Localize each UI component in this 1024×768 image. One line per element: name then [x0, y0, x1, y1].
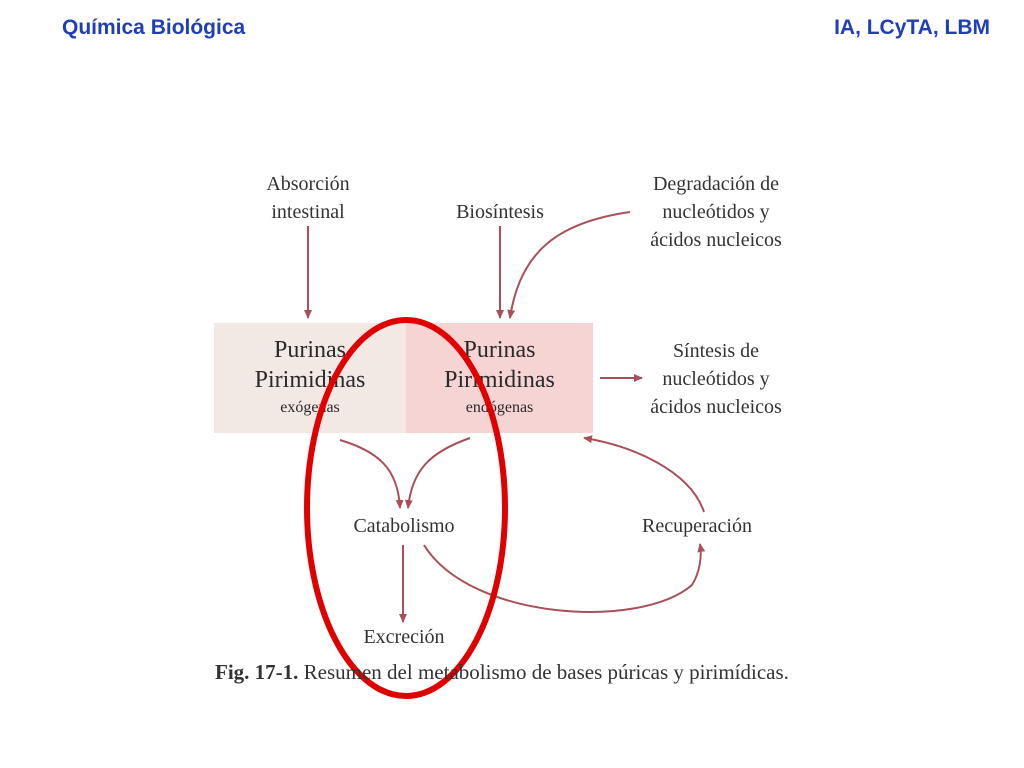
figure-caption: Fig. 17-1. Resumen del metabolismo de ba…	[215, 659, 815, 685]
arrow-endo-to-catabolismo	[404, 437, 471, 509]
label-degradacion-line2: nucleótidos y	[662, 201, 770, 223]
label-catabolismo: Catabolismo	[353, 515, 455, 537]
label-degradacion-line1: Degradación de	[652, 173, 780, 195]
arrow-recuperacion-to-endo	[583, 435, 705, 513]
label-biosintesis: Biosíntesis	[456, 201, 544, 223]
label-absorcion-line1: Absorción	[266, 173, 350, 195]
box-exo-line2: Pirimidinas	[254, 367, 366, 393]
figure-label: Fig. 17-1.	[215, 660, 299, 684]
highlight-ellipse	[304, 317, 508, 699]
label-degradacion: Degradación de nucleótidos y ácidos nucl…	[628, 170, 804, 254]
slide-title-left: Química Biológica	[62, 16, 246, 39]
label-sintesis-line2: nucleótidos y	[662, 368, 770, 390]
figure-caption-text: Resumen del metabolismo de bases púricas…	[298, 660, 789, 684]
box-endo-line1: Purinas	[463, 337, 536, 363]
label-absorcion: Absorción intestinal	[248, 170, 368, 226]
label-degradacion-line3: ácidos nucleicos	[650, 229, 782, 251]
label-recuperacion: Recuperación	[642, 515, 752, 537]
box-endo-line2: Pirimidinas	[444, 367, 555, 393]
box-exo-line1: Purinas	[274, 337, 346, 363]
arrow-degradacion-to-endo	[507, 211, 631, 319]
label-sintesis-line1: Síntesis de	[672, 340, 760, 362]
label-absorcion-line2: intestinal	[271, 201, 345, 223]
arrow-catabolismo-to-recuperacion	[423, 543, 706, 613]
arrow-exo-to-catabolismo	[339, 439, 404, 509]
box-exogenous: Purinas Pirimidinas exógenas	[214, 323, 406, 433]
box-endo-line3: endógenas	[465, 399, 534, 416]
label-sintesis-line3: ácidos nucleicos	[650, 396, 782, 418]
label-excrecion: Excreción	[363, 626, 445, 648]
box-endogenous: Purinas Pirimidinas endógenas	[406, 323, 593, 433]
slide-title-right: IA, LCyTA, LBM	[834, 16, 990, 39]
label-sintesis: Síntesis de nucleótidos y ácidos nucleic…	[628, 337, 804, 421]
